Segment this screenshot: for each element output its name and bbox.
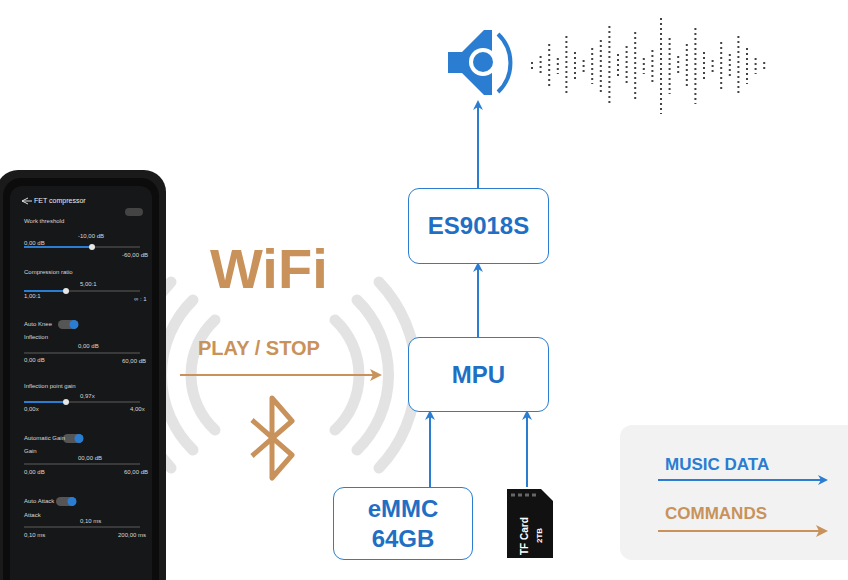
screen-text: 0,10 ms [80, 518, 101, 524]
screen-text: Compression ratio [24, 269, 73, 275]
box-label: MPU [452, 361, 505, 389]
screen-text: Work threshold [24, 218, 64, 224]
legend-line [658, 479, 826, 481]
legend-line [658, 530, 826, 532]
process-box: MPU [408, 337, 549, 412]
speaker-icon [448, 30, 510, 95]
phone [0, 170, 166, 580]
box-label: ES9018S [428, 212, 529, 240]
screen-text: Gain [24, 448, 37, 454]
screen-text: Auto Attack [24, 498, 54, 504]
card-capacity: 2TB [535, 528, 544, 543]
legend-text: COMMANDS [665, 504, 767, 524]
screen-text: 60,00 dB [124, 469, 148, 475]
card-shape [505, 487, 555, 560]
command-label: PLAY / STOP [198, 337, 320, 360]
screen-text: 0,10 ms [24, 532, 45, 538]
screen-text: 0,97x [80, 393, 95, 399]
screen-text: 4,00x [130, 406, 145, 412]
process-box: ES9018S [408, 188, 549, 264]
screen-text: Inflection point gain [24, 383, 76, 389]
screen-text: Auto Knee [24, 321, 52, 327]
screen-text: 5,00:1 [80, 281, 97, 287]
data-connector [429, 412, 431, 487]
screen-text: 0,00 dB [24, 357, 45, 363]
screen-text: FET compressor [34, 197, 86, 204]
memory-card: TF Card 2TB [505, 487, 555, 560]
screen-text: Attack [24, 512, 41, 518]
screen-text: 0,00 dB [24, 240, 45, 246]
card-label: TF Card [519, 517, 530, 555]
screen-text: 0,00 dB [24, 469, 45, 475]
screen-text: -60,00 dB [122, 252, 148, 258]
link-title: WiFi [210, 236, 328, 301]
screen-text: 60,00 dB [122, 358, 146, 364]
legend-text: MUSIC DATA [665, 455, 769, 475]
data-connector [526, 412, 528, 487]
screen-text: 0,00 dB [78, 343, 99, 349]
screen-text: 00,00 dB [78, 455, 102, 461]
command-arrow [180, 374, 380, 376]
data-connector [477, 264, 479, 337]
screen-text: 0,00x [24, 406, 39, 412]
screen-text: Inflection [24, 334, 48, 340]
screen-text: -10,00 dB [78, 233, 104, 239]
box-label: eMMC 64GB [363, 494, 443, 554]
legend-panel [620, 425, 848, 560]
screen-text: 1,00:1 [24, 293, 41, 299]
screen-text: Automatic Gain [24, 435, 65, 441]
bluetooth-symbol [252, 398, 292, 478]
process-box: eMMC 64GB [333, 487, 473, 560]
screen-text: 200,00 ms [118, 532, 146, 538]
sound-wave [532, 18, 764, 114]
audio-out-arrow [477, 102, 479, 188]
screen-text: ∞ : 1 [134, 296, 147, 302]
